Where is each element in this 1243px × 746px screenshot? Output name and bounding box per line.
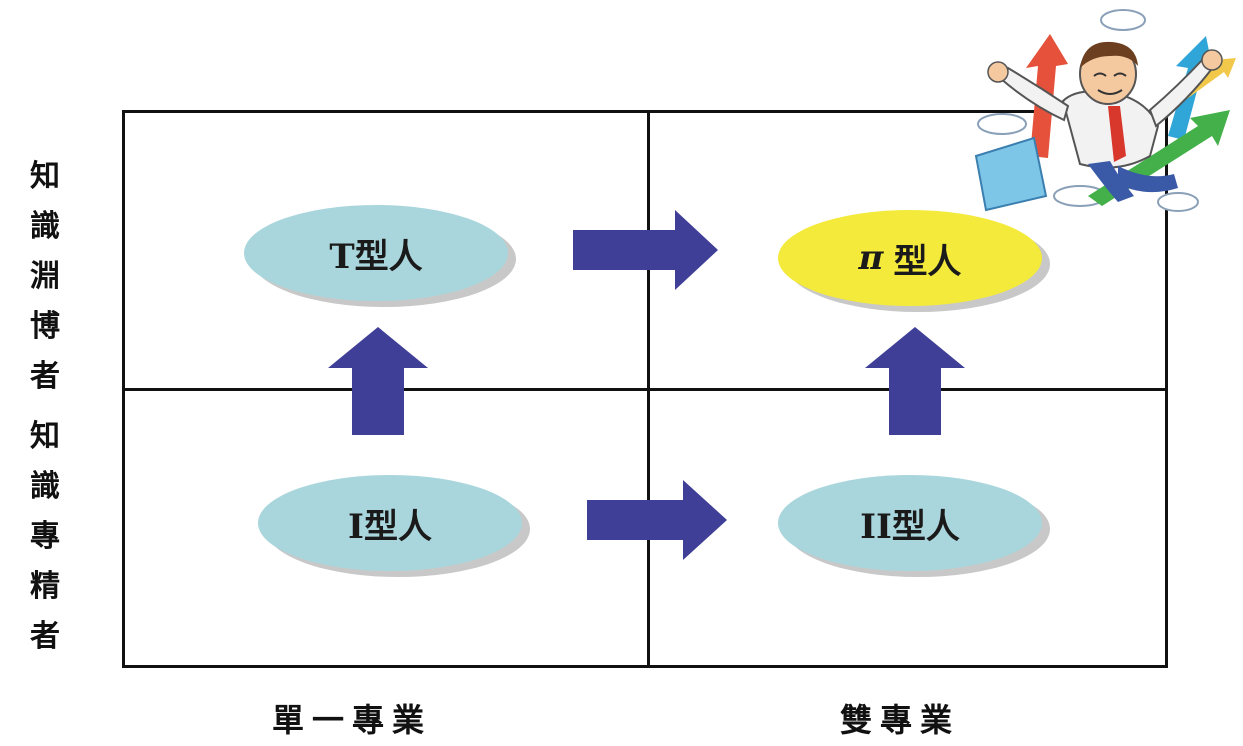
y-bottom-char: 專 [30,519,60,554]
pi-symbol: π [858,238,884,278]
businessman-illustration [974,9,1236,212]
y-top-char: 者 [30,359,60,394]
node-ii-type: II型人 [778,475,1050,577]
y-bottom-char: 知 [30,419,60,454]
y-bottom-char: 識 [30,469,60,504]
y-axis-bottom-label: 知 識 專 精 者 [20,412,70,662]
y-bottom-char: 者 [30,619,60,654]
y-top-char: 知 [30,159,60,194]
node-i-type-label: I型人 [258,475,522,571]
quadrant-grid [122,110,1168,668]
y-top-char: 淵 [30,259,60,294]
x-axis-left-label: 單一專業 [272,701,433,739]
node-pi-type: π 型人 [778,210,1050,312]
x-axis-right-label: 雙專業 [840,701,961,739]
node-ii-type-label: II型人 [778,475,1042,571]
y-top-char: 識 [30,209,60,244]
node-i-type: I型人 [258,475,530,577]
pi-type-text: 型人 [893,241,962,282]
node-t-type-label: T型人 [244,205,508,301]
grid-horizontal-divider [125,388,1165,391]
y-top-char: 博 [30,309,60,344]
y-axis-top-label: 知 識 淵 博 者 [20,152,70,402]
y-bottom-char: 精 [30,569,60,604]
node-pi-type-label: π 型人 [778,210,1042,306]
node-t-type: T型人 [244,205,516,307]
